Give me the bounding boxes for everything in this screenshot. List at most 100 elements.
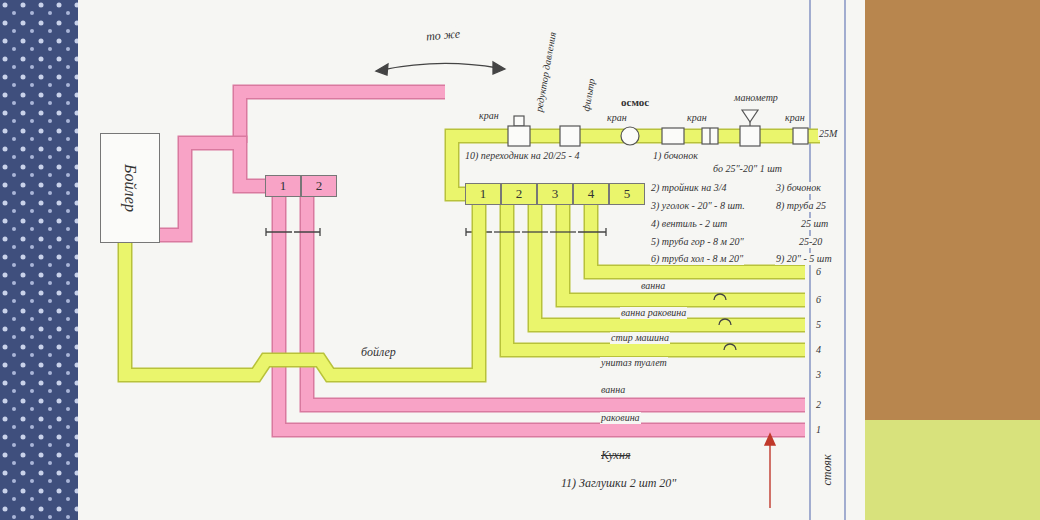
- fabric: [0, 0, 90, 520]
- gauge-symbol: [740, 126, 760, 146]
- arrow-head: [493, 62, 505, 74]
- boiler-tank: Бойлер: [100, 133, 160, 243]
- cold-pipe: [591, 205, 805, 272]
- struck-note: Кухня: [600, 448, 631, 462]
- parts-list-item: 3) уголок - 20" - 8 шт.: [650, 200, 746, 212]
- dimension: 25 шт: [800, 218, 829, 230]
- parts-list-item: 8) труба 25: [775, 200, 827, 212]
- cold-pipe: [535, 205, 805, 325]
- cold-pipe: [563, 205, 805, 300]
- pipe-outline: [125, 205, 479, 375]
- parts-list-item: 10) переходник на 20/25 - 4: [464, 150, 580, 162]
- pipe-label: ванна раковина: [620, 307, 687, 319]
- fabric: [860, 420, 1040, 520]
- cold-pipe-outline: [452, 136, 820, 350]
- double-arrow: [376, 62, 505, 75]
- part-name: кран: [606, 112, 628, 124]
- parts-list-item: 4) вентиль - 2 шт: [650, 218, 728, 230]
- parts-list-item: 11) Заглушки 2 шт 20": [560, 476, 677, 490]
- cold-manifold: 12345: [465, 183, 645, 205]
- part-name: кран: [686, 112, 708, 124]
- parts-list-item: 3) бочонок: [775, 182, 822, 194]
- node-label: 4: [573, 183, 609, 205]
- part-name: кран: [784, 112, 806, 124]
- riser-arrow: [765, 434, 775, 508]
- valve-mark: [266, 228, 292, 236]
- part-name: манометр: [733, 92, 779, 104]
- valve-mark: [494, 231, 520, 232]
- cold-pipe-fill: [452, 136, 820, 350]
- fitting-symbol: [662, 128, 684, 144]
- node-label: 5: [609, 183, 645, 205]
- margin-line: [844, 0, 845, 520]
- gauge-stem: [749, 122, 750, 126]
- callout-number: 1: [815, 424, 822, 436]
- dimension: 25М: [818, 128, 838, 140]
- valve-symbol: [702, 128, 718, 144]
- node-label: Бойлер: [121, 164, 139, 212]
- node-label: 2: [501, 183, 537, 205]
- pipe-outline: [160, 143, 265, 235]
- pipe-label: ванна: [640, 280, 666, 292]
- callout-number: 3: [815, 369, 822, 381]
- hot-manifold: 12: [265, 175, 337, 197]
- arrow-head: [765, 434, 775, 445]
- arrow-shaft: [382, 63, 498, 70]
- gauge-head: [742, 110, 758, 122]
- fittings: [508, 110, 808, 146]
- parts-list-item: 6) труба хол - 8 м 20": [650, 253, 744, 265]
- valve-stem: [709, 128, 710, 144]
- part-name: осмос: [620, 96, 650, 108]
- valve-mark: [550, 231, 576, 232]
- cold-pipe: [563, 205, 805, 300]
- cold-pipe: [507, 205, 805, 350]
- valve-mark: [294, 228, 320, 236]
- part-name: кран: [478, 110, 500, 122]
- node-label: 1: [465, 183, 501, 205]
- pressure-reducer: [508, 126, 530, 146]
- hot-pipe: [279, 197, 805, 430]
- pipe-label: ванна: [600, 384, 626, 396]
- parts-list-item: 2) тройник на 3/4: [650, 182, 727, 194]
- parts-list-item: 1) бочонок: [652, 150, 699, 162]
- paper-sheet: [78, 0, 865, 520]
- pipe-fill: [125, 205, 479, 375]
- callout-number: 5: [815, 319, 822, 331]
- callout-number: 6: [815, 266, 822, 278]
- node-label: 1: [265, 175, 301, 197]
- hot-pipe: [240, 92, 445, 143]
- cold-pipe: [507, 205, 805, 350]
- pipe-label: стир машина: [610, 332, 670, 344]
- callout-number: 6: [815, 294, 822, 306]
- note: стояк: [820, 453, 834, 486]
- parts-list-item: 5) труба гор - 8 м 20": [650, 236, 745, 248]
- pipe-label: унитаз туалет: [600, 357, 668, 369]
- hot-pipe: [160, 143, 265, 235]
- cold-pipe: [535, 205, 805, 325]
- parts-list-item: 9) 20" - 5 шт: [775, 253, 833, 265]
- pipe-label: раковина: [600, 412, 641, 424]
- osmosis-symbol: [621, 127, 639, 145]
- hot-pipe: [240, 92, 445, 143]
- node-label: 2: [301, 175, 337, 197]
- dimension: 25-20: [798, 236, 823, 248]
- callout-number: 2: [815, 399, 822, 411]
- valve-handle: [514, 116, 524, 126]
- arrow-shaft: [769, 442, 770, 508]
- pipe-label: бойлер: [360, 345, 397, 359]
- crossing-hump: [714, 294, 726, 300]
- cold-pipe: [591, 205, 805, 272]
- hot-pipe: [279, 197, 805, 430]
- crossing-hump: [719, 319, 731, 325]
- cold-pipe: [125, 205, 479, 375]
- arrow-head: [376, 64, 388, 75]
- valve-symbol: [793, 128, 808, 144]
- filter-symbol: [560, 126, 580, 146]
- node-label: 3: [537, 183, 573, 205]
- pipe-fill: [160, 143, 265, 235]
- crossing-hump: [724, 344, 736, 350]
- valve-mark: [522, 231, 548, 232]
